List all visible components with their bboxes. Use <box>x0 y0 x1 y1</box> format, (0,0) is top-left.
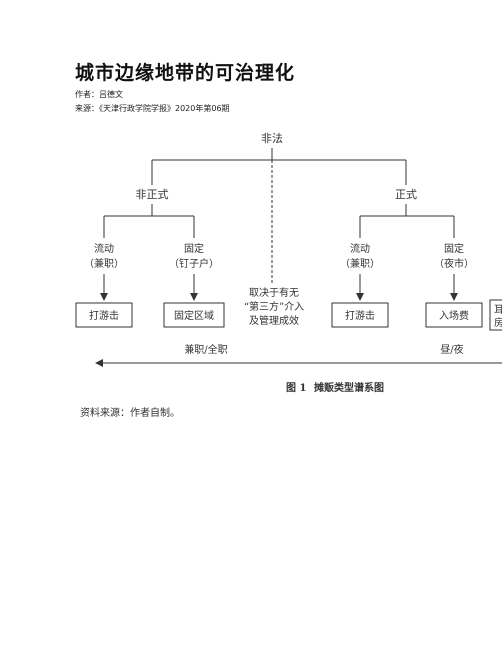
middle-note-line-1: 取决于有无 <box>249 286 299 299</box>
figure-source-note: 资料来源：作者自制。 <box>80 408 180 419</box>
vendor-typology-diagram: 非法 非正式 正式 流动 （兼职） 固定 （钉子户） 流动 （兼职） 固定 （夜… <box>75 131 502 394</box>
box-left-fixed-label: 固定区域 <box>174 309 214 322</box>
box-cut-right-line-2: 房 <box>494 316 502 329</box>
right-fixed-sub: （夜市） <box>434 257 474 270</box>
left-mobile-sub: （兼职） <box>84 257 124 270</box>
right-fixed-label: 固定 <box>444 242 464 255</box>
box-right-mobile-label: 打游击 <box>345 309 375 322</box>
figure-caption-label: 图 1 <box>286 382 306 394</box>
box-left-fixed <box>163 302 225 328</box>
middle-note-line-3: 及管理成效 <box>249 314 299 327</box>
right-mobile-label: 流动 <box>350 242 370 255</box>
left-fixed-sub: （钉子户） <box>169 257 219 270</box>
root-node: 非法 <box>261 131 283 145</box>
left-mobile-label: 流动 <box>94 242 114 255</box>
axis-left-label: 兼职/全职 <box>184 343 227 356</box>
author-line: 作者：吕德文 <box>75 90 123 99</box>
box-left-mobile <box>75 302 133 328</box>
box-right-mobile <box>331 302 389 328</box>
middle-note-line-2: “第三方”介入 <box>244 300 304 313</box>
box-right-fixed-label: 入场费 <box>439 309 469 322</box>
source-line: 来源：《天津行政学院学报》2020年第06期 <box>75 104 230 113</box>
right-branch-node: 正式 <box>395 188 417 201</box>
box-cut-right <box>489 299 502 331</box>
left-fixed-label: 固定 <box>184 242 204 255</box>
left-branch-node: 非正式 <box>136 188 169 201</box>
box-right-fixed <box>425 302 483 328</box>
figure-caption-text: 摊贩类型谱系图 <box>314 381 384 394</box>
box-left-mobile-label: 打游击 <box>89 309 119 322</box>
right-mobile-sub: （兼职） <box>340 257 380 270</box>
box-cut-right-line-1: 耳 <box>494 304 502 316</box>
axis-right-label: 昼/夜 <box>440 343 463 356</box>
article-title: 城市边缘地带的可治理化 <box>75 62 296 84</box>
